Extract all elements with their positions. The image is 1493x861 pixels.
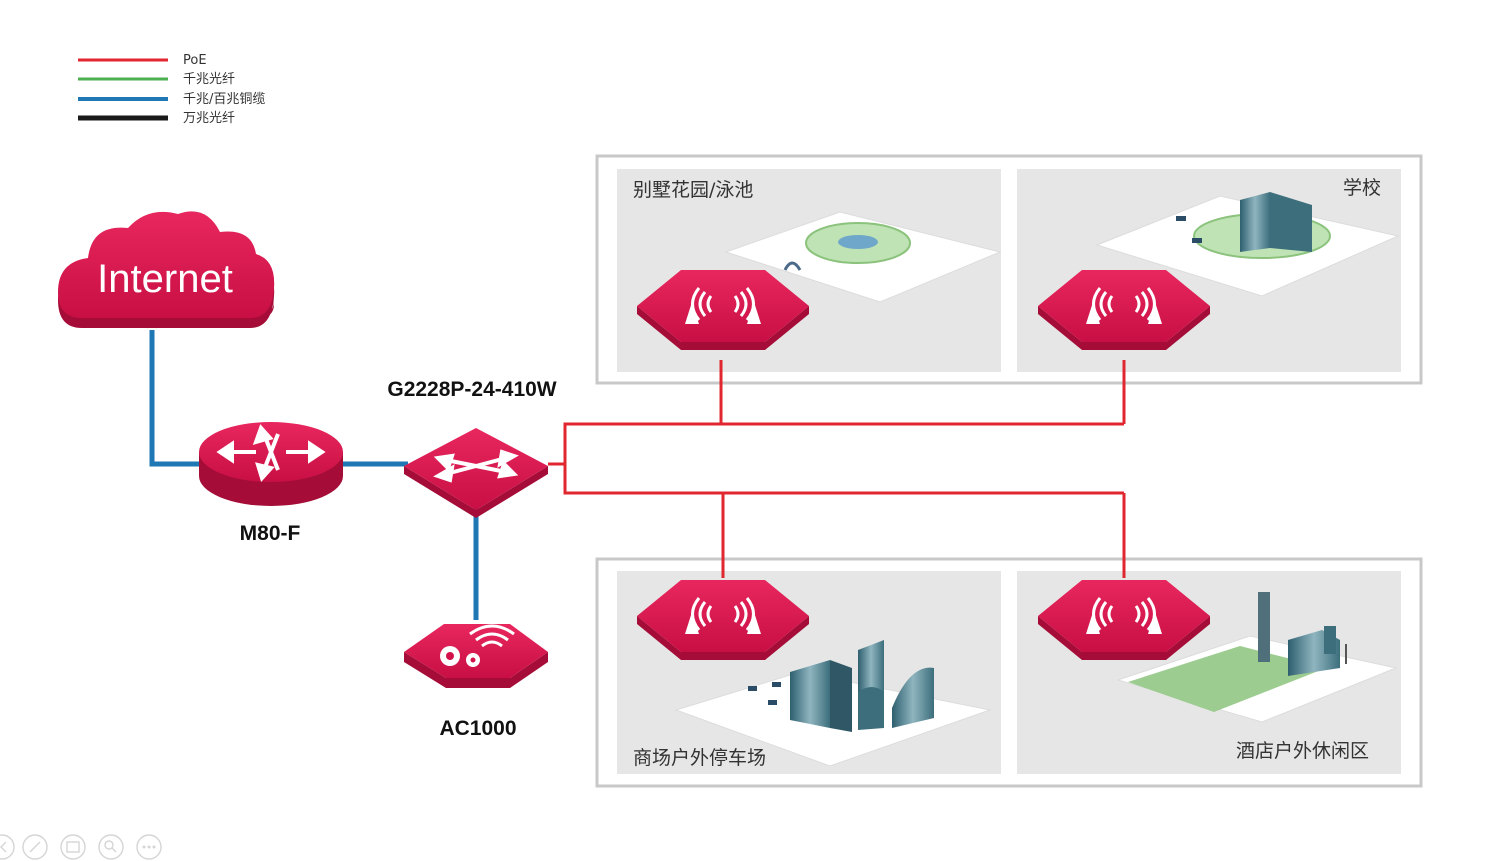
villa-illustration xyxy=(724,211,1002,303)
school-illustration xyxy=(1095,192,1400,297)
legend-item-gigabit-fiber: 千兆光纤 xyxy=(78,72,235,87)
link-internet-router xyxy=(149,330,205,467)
zoom-icon[interactable] xyxy=(98,834,124,860)
controller-label: AC1000 xyxy=(439,717,516,740)
switch-arrows-icon xyxy=(433,449,519,483)
hotel-illustration xyxy=(1116,592,1398,723)
scene-panel-school: 学校 xyxy=(1017,169,1401,372)
copper-links xyxy=(149,330,479,620)
internet-cloud: Internet xyxy=(58,211,275,328)
router-arrows-icon xyxy=(216,424,326,482)
slides-icon[interactable] xyxy=(60,834,86,860)
legend-label-10g-fiber: 万兆光纤 xyxy=(183,111,235,126)
internet-label: Internet xyxy=(97,257,233,301)
legend-item-10g-fiber: 万兆光纤 xyxy=(78,111,235,126)
poe-bus-bottom xyxy=(563,464,1124,495)
scene-label-school: 学校 xyxy=(1343,177,1381,199)
router-label: M80-F xyxy=(240,522,301,545)
poe-bus-top xyxy=(563,422,1124,464)
wifi-icon xyxy=(469,624,515,648)
more-icon[interactable] xyxy=(136,834,162,860)
scene-label-villa: 别墅花园/泳池 xyxy=(633,179,753,201)
legend-label-copper: 千兆/百兆铜缆 xyxy=(183,91,265,107)
legend-item-copper: 千兆/百兆铜缆 xyxy=(78,91,265,107)
controller-device: AC1000 xyxy=(404,624,548,740)
legend: PoE 千兆光纤 千兆/百兆铜缆 万兆光纤 xyxy=(78,53,265,126)
router-device: M80-F xyxy=(199,422,343,545)
presentation-toolbar xyxy=(0,834,162,860)
gears-icon xyxy=(440,646,480,667)
legend-label-poe: PoE xyxy=(183,53,207,68)
prev-icon[interactable] xyxy=(0,834,15,860)
legend-item-poe: PoE xyxy=(78,53,207,68)
scene-label-hotel: 酒店户外休闲区 xyxy=(1236,740,1369,762)
scene-label-mall: 商场户外停车场 xyxy=(633,747,766,769)
legend-label-gigabit-fiber: 千兆光纤 xyxy=(183,72,235,87)
mall-illustration xyxy=(674,640,992,767)
switch-device: G2228P-24-410W xyxy=(387,378,557,518)
pen-icon[interactable] xyxy=(22,834,48,860)
switch-label: G2228P-24-410W xyxy=(387,378,556,401)
poe-links xyxy=(548,360,1126,578)
